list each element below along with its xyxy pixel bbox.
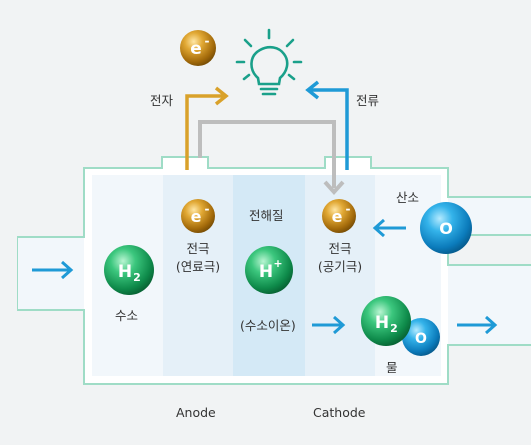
svg-text:O: O	[415, 331, 427, 347]
current-flow-label: 전류	[356, 93, 380, 108]
cathode-electrode-label-1: 전극	[328, 241, 352, 256]
water-molecule: O H 2	[361, 296, 440, 356]
electron-symbol: e	[190, 39, 202, 59]
svg-text:2: 2	[390, 322, 398, 335]
anode-electrode-label-2: (연료극)	[175, 259, 221, 274]
water-label: 물	[386, 360, 398, 375]
hydrogen-molecule: H 2	[104, 245, 154, 295]
svg-text:H: H	[118, 262, 132, 282]
cathode-electron-particle: e -	[322, 199, 356, 233]
water-outlet-arrow	[457, 315, 498, 335]
hydrogen-label: 수소	[115, 308, 139, 323]
fuel-inlet-channel	[18, 238, 84, 309]
electron-flow-arrowhead	[214, 86, 229, 106]
electron-particle-top: e -	[180, 30, 216, 66]
fuel-inlet-arrow	[32, 260, 74, 280]
oxygen-inflow-arrow	[372, 218, 406, 238]
anode-electrode-label-1: 전극	[186, 241, 210, 256]
svg-text:-: -	[205, 202, 210, 216]
oxygen-label: 산소	[396, 190, 420, 205]
svg-text:e: e	[332, 207, 343, 226]
hydrogen-ion: H +	[245, 246, 293, 294]
oxygen-molecule: O	[420, 202, 472, 254]
svg-text:-: -	[346, 202, 351, 216]
svg-text:2: 2	[133, 271, 141, 284]
svg-text:H: H	[259, 262, 273, 282]
anode-label: Anode	[176, 405, 216, 420]
current-flow-arrow	[310, 88, 349, 170]
electron-flow-arrow	[185, 94, 224, 170]
cathode-label: Cathode	[313, 405, 366, 420]
electron-flow-label: 전자	[150, 93, 174, 108]
svg-text:e: e	[191, 207, 202, 226]
electron-charge: -	[205, 34, 210, 48]
current-flow-arrowhead	[305, 80, 320, 100]
light-bulb-icon	[235, 28, 303, 96]
ion-flow-arrow	[312, 315, 346, 335]
circuit-wire	[198, 120, 336, 188]
svg-text:O: O	[439, 219, 453, 238]
water-outlet-channel	[448, 266, 531, 344]
hydrogen-ion-label: (수소이온)	[240, 318, 296, 333]
svg-text:+: +	[273, 257, 282, 270]
circuit-wire-arrowhead	[323, 180, 345, 195]
anode-electron-particle: e -	[181, 199, 215, 233]
svg-text:H: H	[375, 313, 389, 333]
electrolyte-label: 전해질	[249, 208, 284, 223]
cathode-electrode-label-2: (공기극)	[317, 259, 363, 274]
